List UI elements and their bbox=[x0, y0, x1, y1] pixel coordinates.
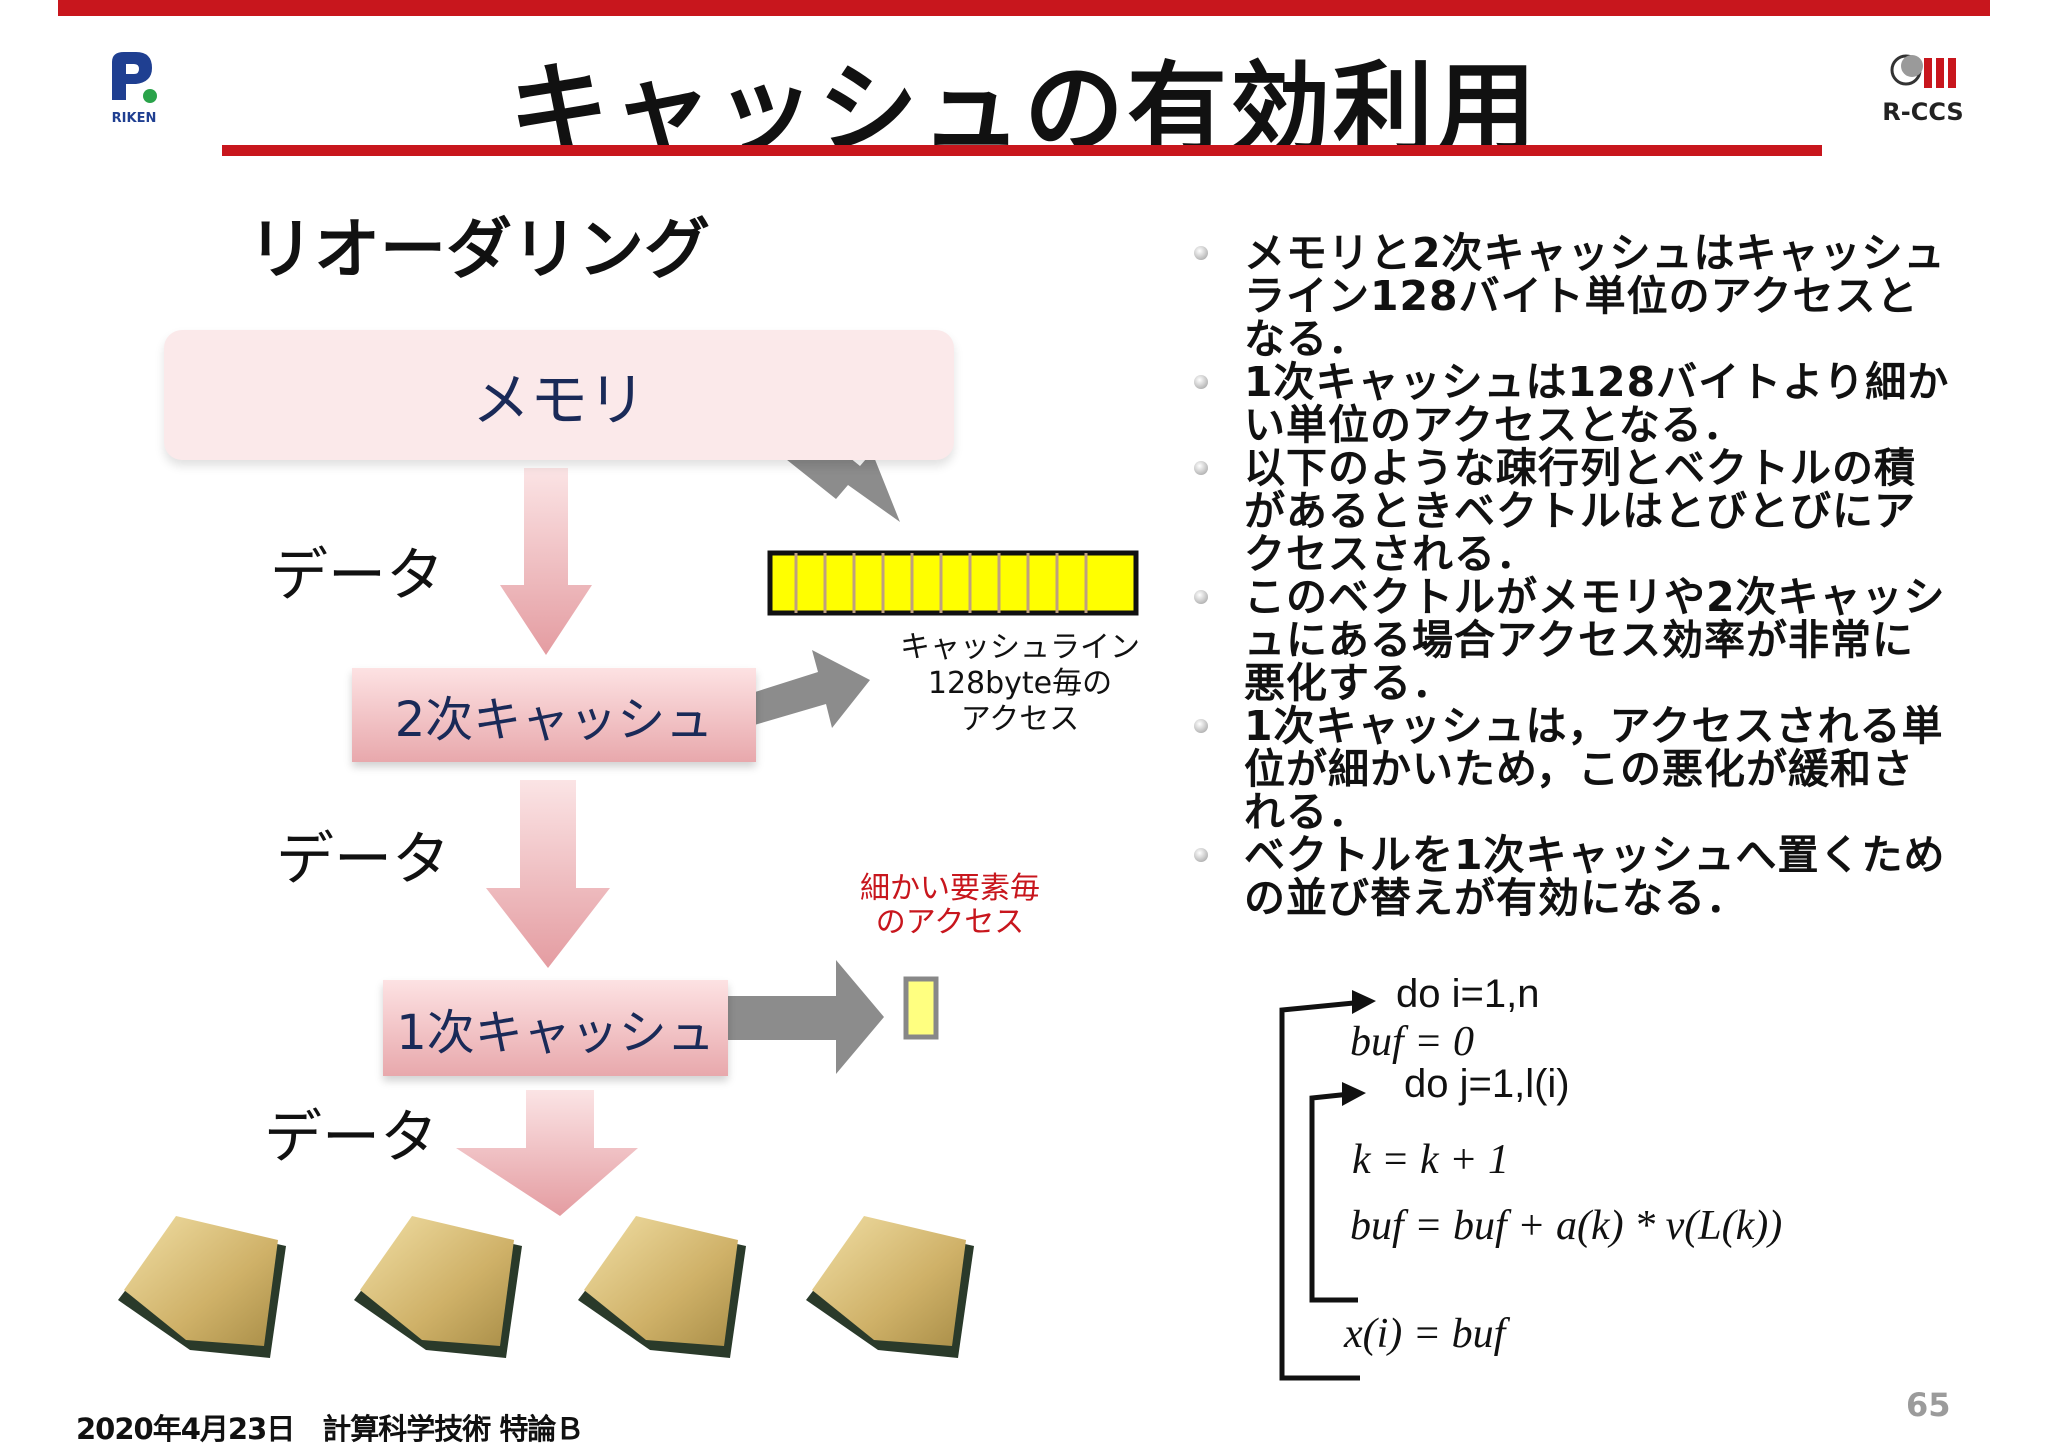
rccs-logo: R-CCS bbox=[1882, 54, 1964, 126]
code-x-assign: x(i) = buf bbox=[1344, 1311, 1506, 1357]
data-label-1: データ bbox=[270, 541, 445, 609]
l1-cache-box: 1次キャッシュ bbox=[383, 980, 728, 1076]
cpu-chip-2 bbox=[354, 1216, 522, 1358]
cpu-chip-4 bbox=[806, 1216, 974, 1358]
bullet-item: 1次キャッシュは128バイトより細かい単位のアクセスとなる． bbox=[1190, 361, 1950, 447]
riken-logo: RIKEN bbox=[112, 52, 157, 126]
l2-to-cacheline-arrow bbox=[736, 650, 870, 728]
riken-logo-text: RIKEN bbox=[112, 111, 157, 126]
data-label-3: データ bbox=[264, 1103, 439, 1171]
l2-cache-box: 2次キャッシュ bbox=[352, 668, 756, 762]
code-inner-loop: do j=1,l(i) bbox=[1404, 1062, 1570, 1106]
outer-loop-arrowhead bbox=[1352, 990, 1376, 1014]
data-label-2: データ bbox=[276, 825, 451, 893]
bullet-icon bbox=[1194, 719, 1208, 733]
title-underline bbox=[222, 145, 1822, 156]
cpu-chip-1 bbox=[118, 1216, 286, 1358]
code-buf-init: buf = 0 bbox=[1350, 1019, 1475, 1065]
data-flow-arrow-l1-cpu bbox=[456, 1090, 638, 1216]
bullet-item: 以下のような疎行列とベクトルの積があるときベクトルはとびとびにアクセスされる． bbox=[1190, 447, 1950, 576]
cpu-chip-3 bbox=[578, 1216, 746, 1358]
code-buf-update: buf = buf + a(k) * v(L(k)) bbox=[1350, 1203, 1783, 1249]
code-k-update: k = k + 1 bbox=[1352, 1137, 1509, 1183]
bullet-icon bbox=[1194, 375, 1208, 389]
bullet-item: ベクトルを1次キャッシュへ置くための並び替えが有効になる． bbox=[1190, 834, 1950, 920]
element-access-note: 細かい要素毎 のアクセス bbox=[860, 871, 1040, 940]
page-number: 65 bbox=[1906, 1386, 1951, 1424]
bullet-icon bbox=[1194, 246, 1208, 260]
l1-to-element-arrow bbox=[720, 960, 884, 1074]
code-outer-loop: do i=1,n bbox=[1396, 972, 1540, 1016]
outer-loop-bracket bbox=[1279, 999, 1365, 1381]
data-flow-arrow-l2-l1 bbox=[486, 780, 610, 968]
single-element-block bbox=[903, 976, 939, 1040]
bullet-item: このベクトルがメモリや2次キャッシュにある場合アクセス効率が非常に悪化する． bbox=[1190, 576, 1950, 705]
inner-loop-bracket bbox=[1309, 1091, 1358, 1303]
memory-box: メモリ bbox=[164, 330, 954, 460]
data-flow-arrow-mem-l2 bbox=[500, 468, 592, 655]
cache-line-bar bbox=[767, 550, 1139, 616]
cacheline-access-note: キャッシュライン 128byte毎の アクセス bbox=[900, 630, 1140, 737]
bullet-item: 1次キャッシュは，アクセスされる単位が細かいため，この悪化が緩和される． bbox=[1190, 705, 1950, 834]
bullet-icon bbox=[1194, 590, 1208, 604]
bullet-icon bbox=[1194, 461, 1208, 475]
bullet-icon bbox=[1194, 848, 1208, 862]
rccs-logo-text: R-CCS bbox=[1882, 98, 1963, 126]
section-subtitle: リオーダリング bbox=[248, 211, 710, 288]
bullet-list: メモリと2次キャッシュはキャッシュライン128バイト単位のアクセスとなる． 1次… bbox=[1190, 232, 1950, 920]
top-red-bar bbox=[58, 0, 1990, 16]
footer-date-course: 2020年4月23日 計算科学技術 特論Ｂ bbox=[76, 1412, 584, 1446]
inner-loop-arrowhead bbox=[1342, 1082, 1366, 1106]
bullet-item: メモリと2次キャッシュはキャッシュライン128バイト単位のアクセスとなる． bbox=[1190, 232, 1950, 361]
